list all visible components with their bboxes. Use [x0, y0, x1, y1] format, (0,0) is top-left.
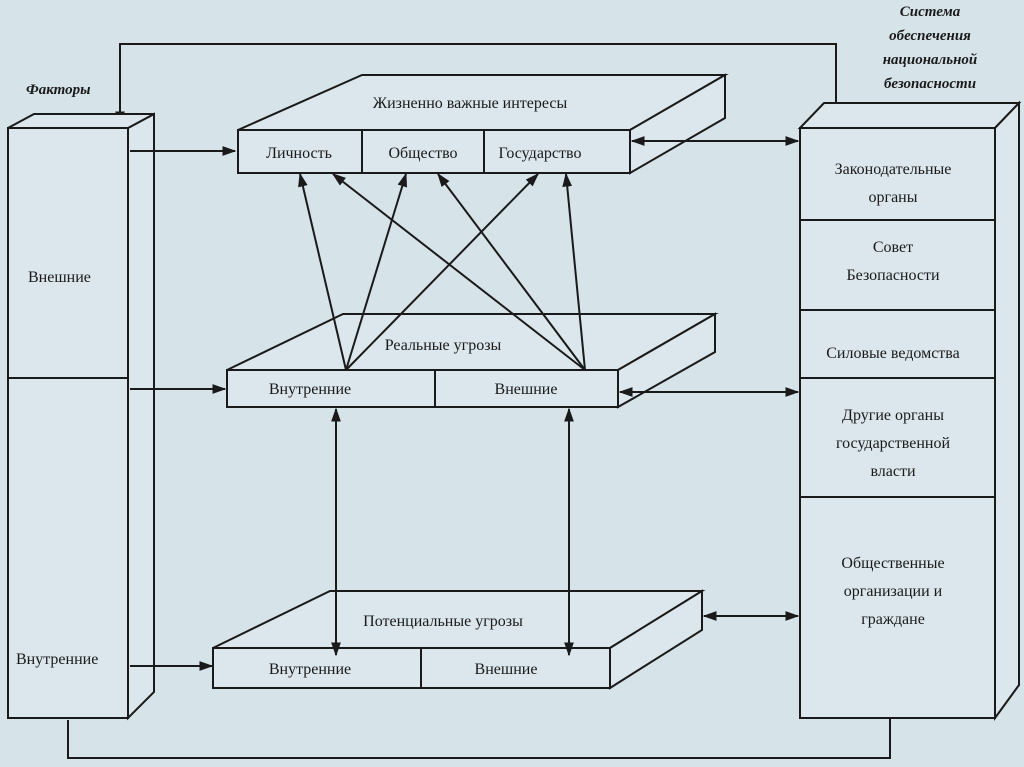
svg-text:власти: власти: [870, 463, 916, 480]
section-other-state-bodies: Другие органы государственной власти: [836, 407, 950, 480]
real-threat-internal: Внутренние: [269, 381, 351, 398]
potential-threat-external: Внешние: [475, 661, 538, 678]
real-threats-title: Реальные угрозы: [385, 337, 502, 354]
interest-personality: Личность: [266, 145, 332, 162]
feedback-line-top: [115, 43, 837, 128]
svg-text:Совет: Совет: [873, 239, 913, 256]
svg-text:органы: органы: [869, 189, 918, 206]
feedback-line-bottom: [67, 718, 891, 759]
section-public-organizations: Общественные организации и граждане: [841, 555, 944, 628]
svg-text:государственной: государственной: [836, 435, 950, 452]
svg-text:национальной: национальной: [883, 52, 978, 68]
potential-threat-internal: Внутренние: [269, 661, 351, 678]
section-legislative: Законодательные органы: [835, 161, 952, 206]
threat-interest-arrows: [298, 172, 586, 371]
factors-internal: Внутренние: [16, 651, 98, 668]
vital-interests-title: Жизненно важные интересы: [373, 95, 568, 112]
svg-text:обеспечения: обеспечения: [889, 28, 971, 44]
interest-state: Государство: [499, 145, 582, 162]
svg-text:Общественные: Общественные: [841, 555, 944, 572]
section-power-agencies: Силовые ведомства: [826, 345, 959, 362]
svg-text:Безопасности: Безопасности: [846, 267, 940, 284]
svg-text:организации и: организации и: [844, 583, 943, 600]
section-security-council: Совет Безопасности: [846, 239, 940, 284]
factors-external: Внешние: [28, 269, 91, 286]
security-system-box: [797, 100, 1022, 722]
interest-society: Общество: [388, 145, 457, 162]
svg-text:Силовые ведомства: Силовые ведомства: [826, 345, 959, 362]
real-threat-external: Внешние: [495, 381, 558, 398]
factors-title: Факторы: [26, 82, 91, 98]
vital-interests-slab: [237, 73, 729, 175]
security-system-title: Система обеспечения национальной безопас…: [883, 4, 978, 92]
potential-threats-title: Потенциальные угрозы: [363, 613, 523, 630]
svg-text:Другие органы: Другие органы: [842, 407, 944, 424]
svg-text:Законодательные: Законодательные: [835, 161, 952, 178]
factors-box: [7, 112, 155, 721]
svg-text:граждане: граждане: [861, 611, 925, 628]
svg-text:Система: Система: [900, 4, 961, 20]
real-threats-slab: [226, 312, 719, 409]
svg-text:безопасности: безопасности: [884, 76, 976, 92]
